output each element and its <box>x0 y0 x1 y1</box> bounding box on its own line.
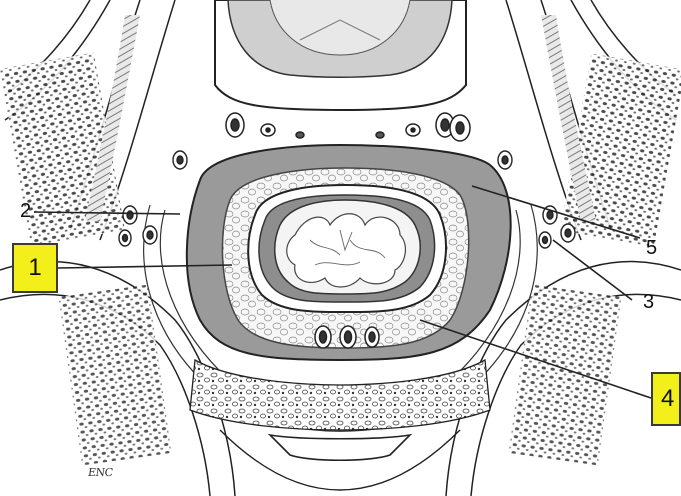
sacrum <box>190 360 490 490</box>
bladder-region <box>215 0 466 110</box>
artist-signature: ENC <box>87 466 113 479</box>
label-5: 5 <box>646 238 657 258</box>
vessels-upper <box>226 113 470 141</box>
label-4-box: 4 <box>651 372 681 426</box>
label-1-box: 1 <box>12 243 58 293</box>
label-2: 2 <box>20 201 31 221</box>
label-3: 3 <box>643 292 654 312</box>
vessels-mesorectum <box>315 326 379 348</box>
